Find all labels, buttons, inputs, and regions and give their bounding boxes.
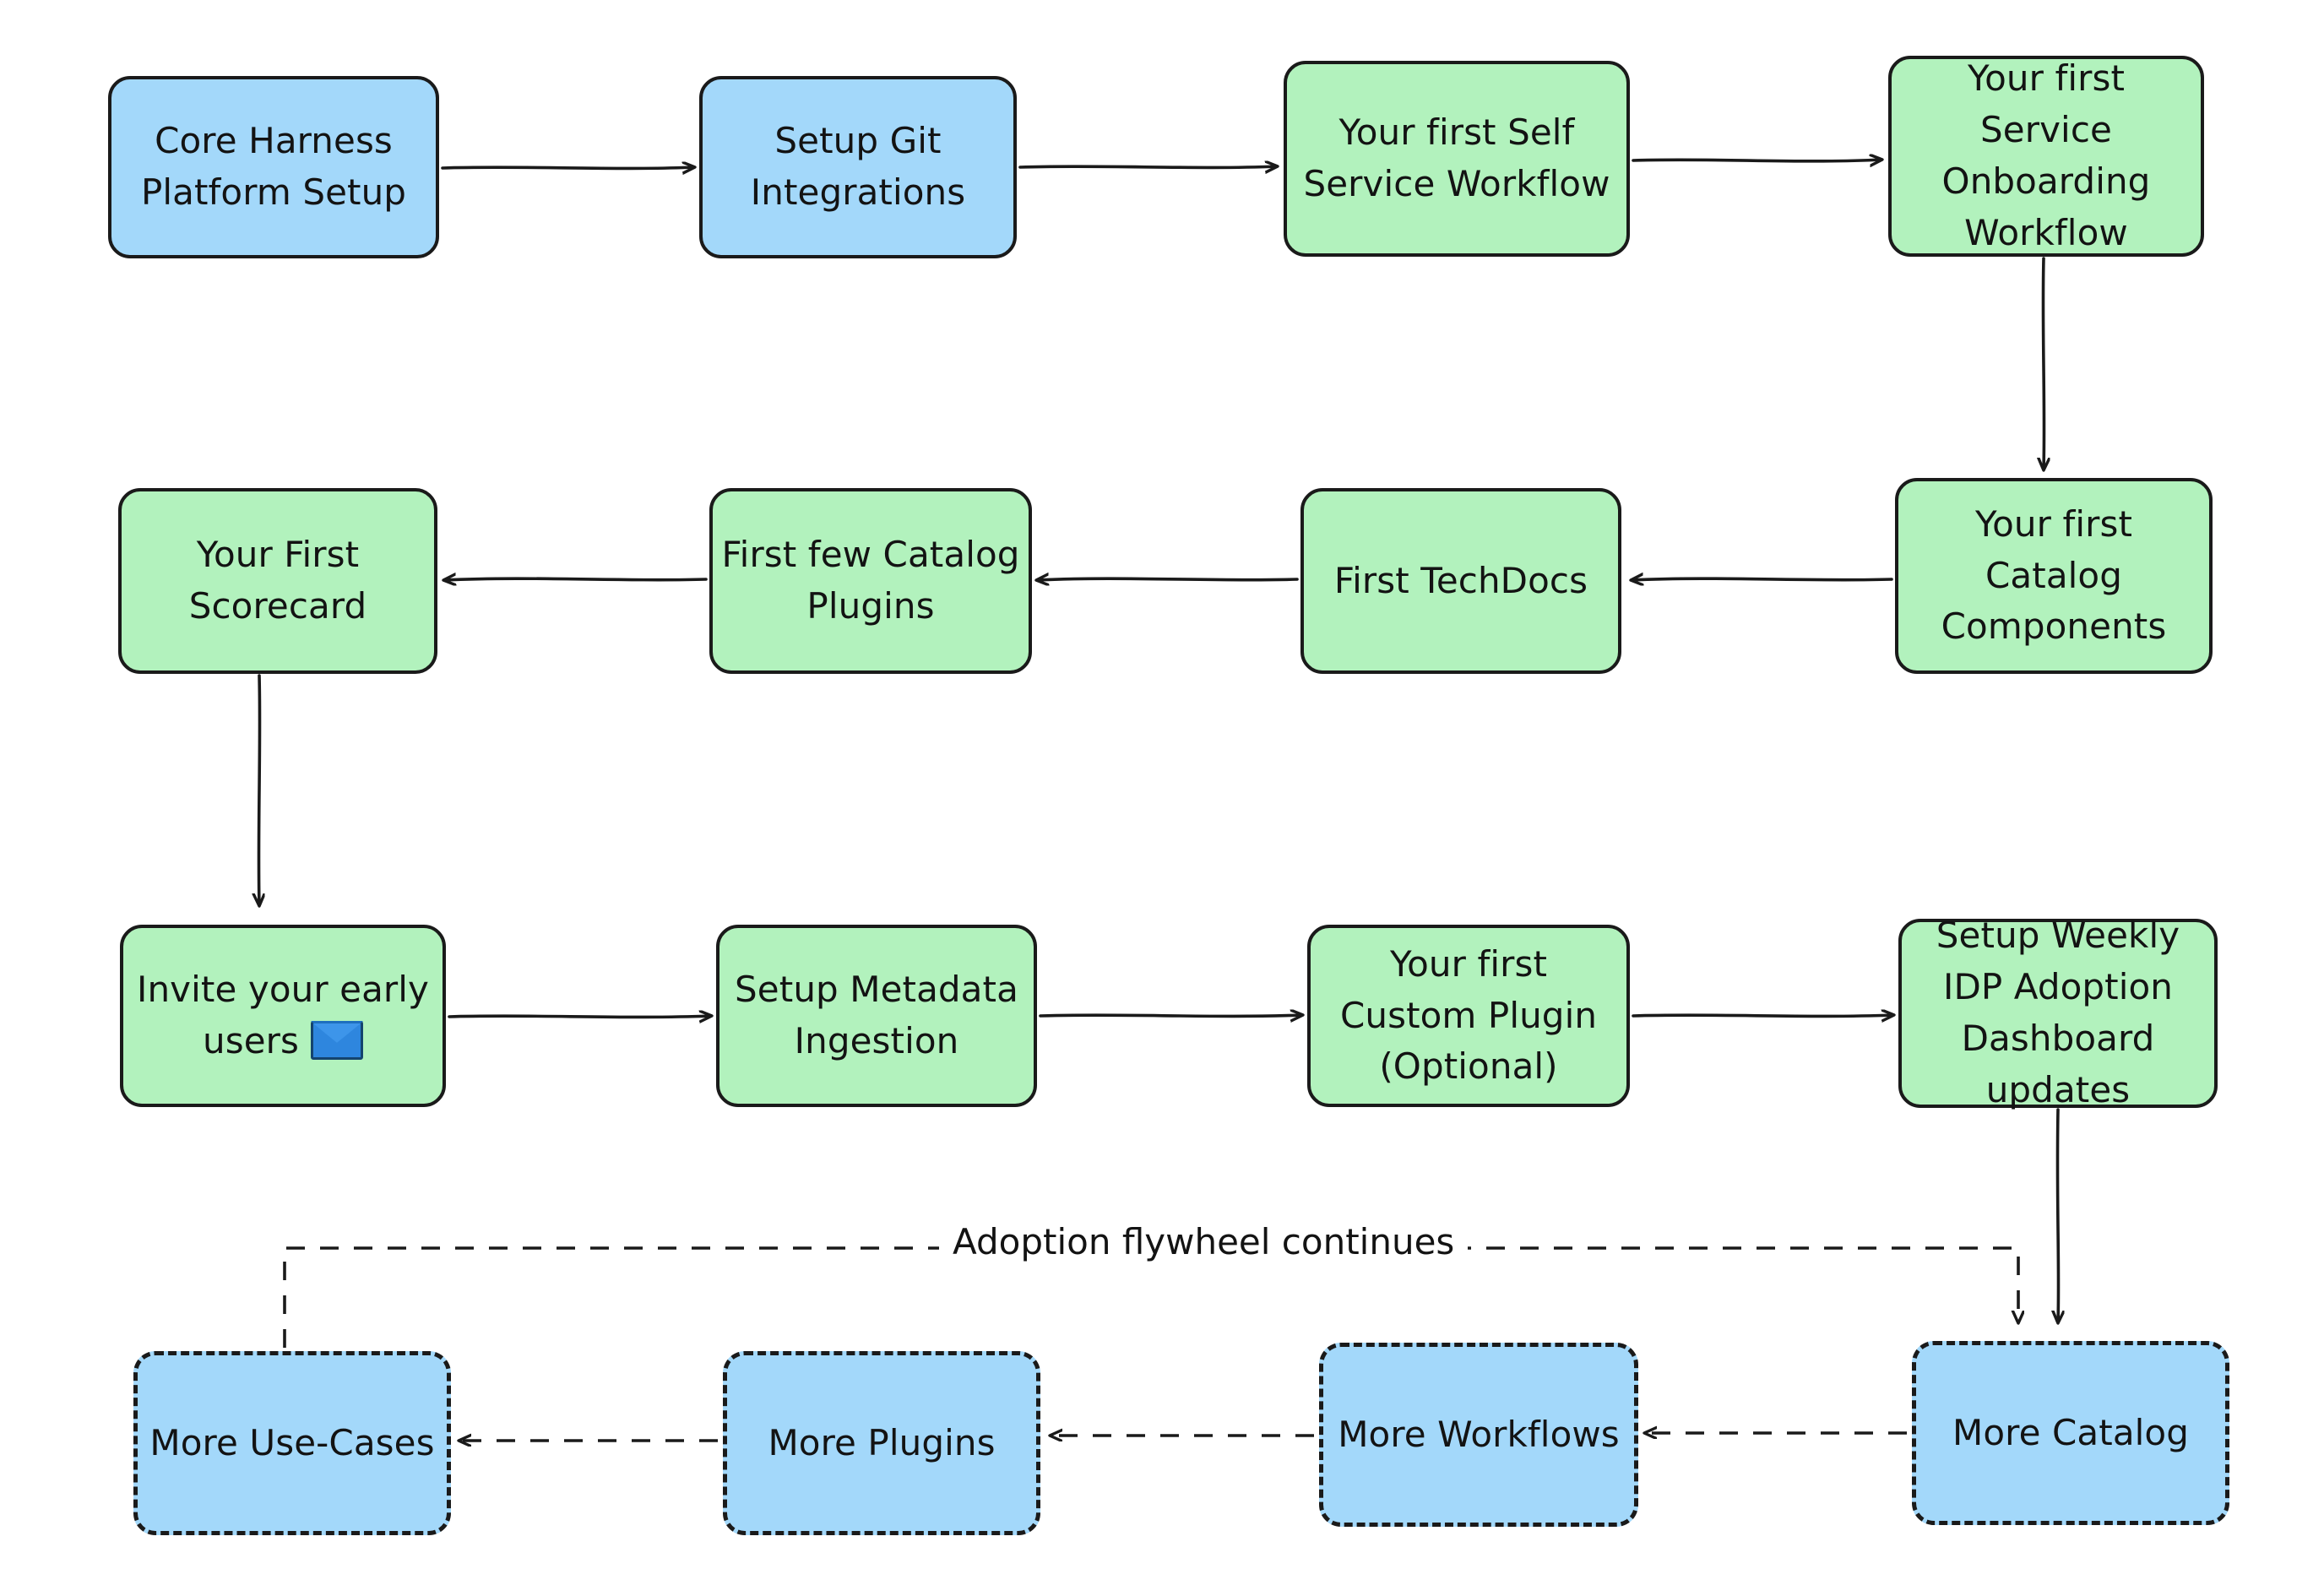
node-your-first-scorecard[interactable]: Your First Scorecard bbox=[118, 488, 437, 674]
node-label: More Plugins bbox=[768, 1421, 996, 1463]
node-label: Setup Weekly IDP Adoption Dashboard upda… bbox=[1936, 915, 2180, 1110]
node-your-first-self-service-workflow[interactable]: Your first Self Service Workflow bbox=[1284, 61, 1630, 257]
node-label: Invite your early users bbox=[132, 964, 434, 1067]
node-setup-weekly-idp-adoption-dashboard-updates[interactable]: Setup Weekly IDP Adoption Dashboard upda… bbox=[1898, 915, 2218, 1110]
node-invite-your-early-users[interactable]: Invite your early users bbox=[120, 925, 446, 1107]
node-label: Setup Git Integrations bbox=[750, 120, 966, 213]
node-setup-git-integrations[interactable]: Setup Git Integrations bbox=[699, 76, 1017, 258]
node-label: Your first Self Service Workflow bbox=[1303, 111, 1610, 204]
node-label: More Catalog bbox=[1952, 1411, 2189, 1453]
edge-customplugin-to-weeklyidp bbox=[1632, 1015, 1893, 1016]
node-more-catalog[interactable]: More Catalog bbox=[1912, 1341, 2229, 1525]
node-setup-metadata-ingestion[interactable]: Setup Metadata Ingestion bbox=[716, 925, 1037, 1107]
edge-weeklyidp-to-morecatalog bbox=[2057, 1108, 2058, 1322]
edge-flywheel-loop-left bbox=[283, 1246, 944, 1348]
node-label: First TechDocs bbox=[1333, 559, 1588, 601]
node-label: More Use-Cases bbox=[149, 1421, 435, 1463]
node-first-techdocs[interactable]: First TechDocs bbox=[1300, 488, 1621, 674]
edge-metadata-to-customplugin bbox=[1039, 1015, 1302, 1016]
edge-selfservice-to-onboarding bbox=[1632, 160, 1881, 161]
node-label: Core Harness Platform Setup bbox=[140, 120, 407, 213]
node-first-few-catalog-plugins[interactable]: First few Catalog Plugins bbox=[709, 488, 1032, 674]
node-label: Your First Scorecard bbox=[188, 534, 367, 627]
edge-flywheel-loop-right bbox=[1385, 1246, 2018, 1322]
node-label: Your first Custom Plugin (Optional) bbox=[1339, 942, 1598, 1088]
node-label: More Workflows bbox=[1338, 1413, 1620, 1455]
edge-scorecard-to-inviteusers bbox=[258, 674, 259, 905]
edge-core-to-git bbox=[441, 167, 694, 168]
node-your-first-catalog-components[interactable]: Your first Catalog Components bbox=[1895, 478, 2213, 674]
node-more-use-cases[interactable]: More Use-Cases bbox=[133, 1351, 451, 1535]
node-label: Your first Catalog Components bbox=[1941, 502, 2167, 648]
node-label: Setup Metadata Ingestion bbox=[735, 969, 1018, 1061]
edge-catalogcomponents-to-techdocs bbox=[1632, 578, 1893, 580]
node-label: First few Catalog Plugins bbox=[721, 534, 1020, 627]
flywheel-continues-label: Adoption flywheel continues bbox=[939, 1221, 1469, 1262]
node-more-workflows[interactable]: More Workflows bbox=[1319, 1343, 1638, 1527]
node-your-first-service-onboarding-workflow[interactable]: Your first Service Onboarding Workflow bbox=[1888, 56, 2204, 257]
edge-catalogplugins-to-scorecard bbox=[444, 578, 708, 580]
edge-inviteusers-to-metadata bbox=[448, 1016, 711, 1017]
node-label: Your first Service Onboarding Workflow bbox=[1941, 57, 2151, 253]
node-your-first-custom-plugin[interactable]: Your first Custom Plugin (Optional) bbox=[1307, 925, 1630, 1107]
envelope-icon bbox=[311, 1021, 363, 1060]
edge-onboarding-to-catalogcomponents bbox=[2043, 257, 2044, 470]
node-more-plugins[interactable]: More Plugins bbox=[723, 1351, 1040, 1535]
edge-techdocs-to-catalogplugins bbox=[1037, 578, 1299, 580]
node-label-text: Invite your early users bbox=[136, 969, 430, 1061]
edge-git-to-selfservice bbox=[1018, 166, 1277, 167]
node-core-harness-platform-setup[interactable]: Core Harness Platform Setup bbox=[108, 76, 439, 258]
